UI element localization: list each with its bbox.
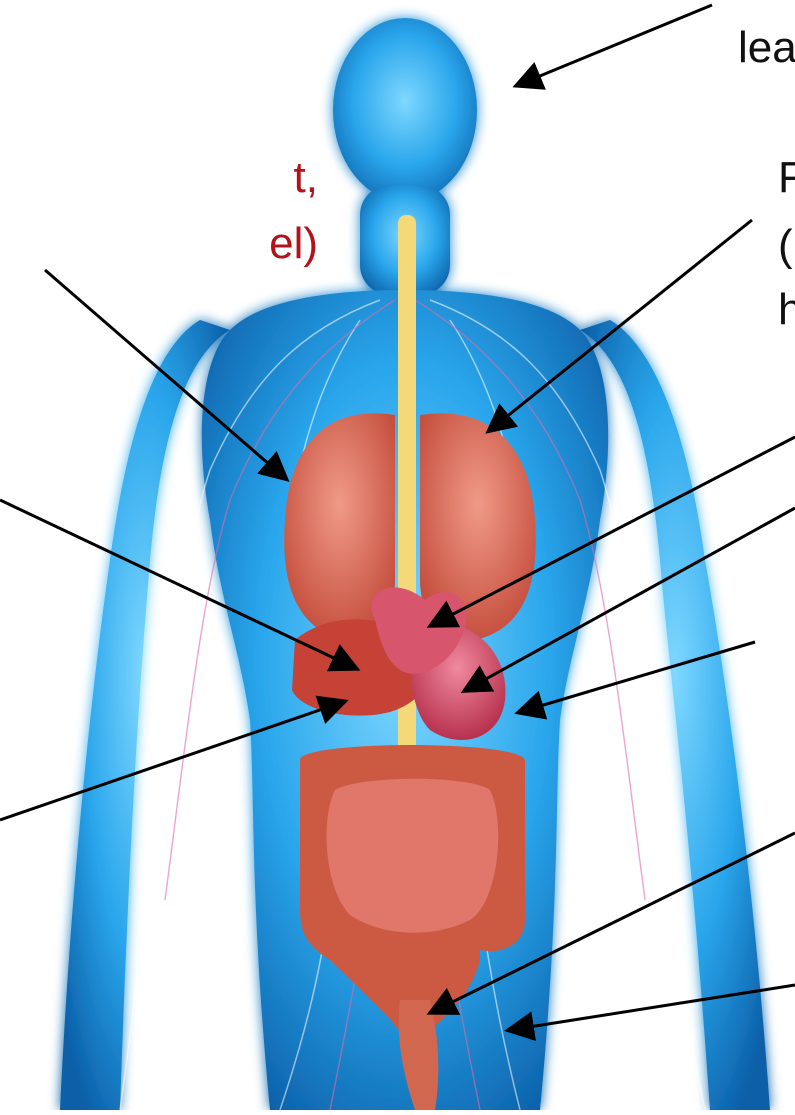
- label-lungs-line1: t,: [294, 150, 318, 206]
- small-intestine: [327, 779, 499, 933]
- right-arm: [580, 320, 770, 1110]
- label-ribs-line3: h: [778, 282, 795, 338]
- label-ribs-line1: F: [778, 150, 795, 206]
- label-lungs-line2: el): [269, 216, 318, 272]
- label-ribs-line2: (: [778, 218, 793, 274]
- label-brain: lea: [738, 20, 795, 76]
- head: [333, 18, 477, 202]
- arrow-brain: [518, 5, 712, 85]
